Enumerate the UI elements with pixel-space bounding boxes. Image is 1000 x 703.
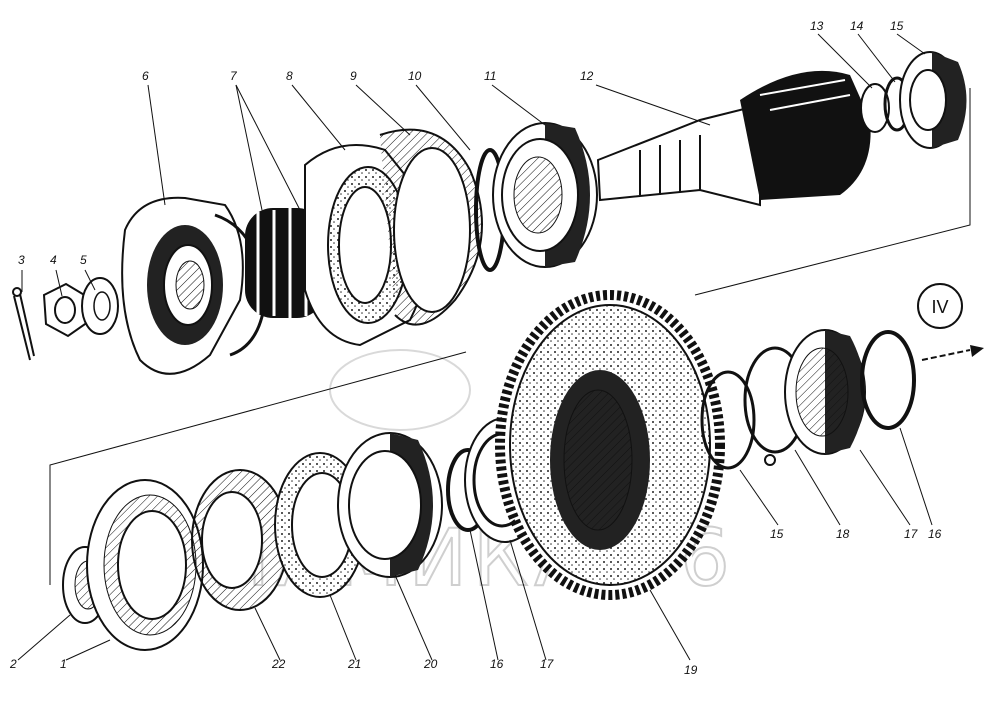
- callout-7: 7: [230, 69, 238, 83]
- callout-5: 5: [80, 253, 87, 267]
- connector-lines: [49, 88, 971, 585]
- upper-assembly: [12, 51, 967, 375]
- arrow-right-icon: [970, 345, 984, 357]
- callout-2: 2: [9, 657, 17, 671]
- gasket: [379, 128, 483, 326]
- washer: [81, 277, 119, 335]
- callout-20: 20: [423, 657, 438, 671]
- callout-labels: 3 4 5 6 7 8 9 10 11 12 13 14 15 2 1 22 2…: [9, 19, 942, 677]
- callout-10: 10: [408, 69, 422, 83]
- callout-17-lower: 17: [540, 657, 555, 671]
- callout-13: 13: [810, 19, 824, 33]
- bearing-race: [899, 51, 967, 149]
- bearing: [337, 432, 443, 578]
- group-label: IV: [931, 297, 948, 317]
- seal-ring: [860, 330, 916, 430]
- snap-ring: [700, 370, 756, 470]
- callout-11: 11: [484, 69, 496, 83]
- callout-19: 19: [684, 663, 698, 677]
- lower-assembly: [62, 290, 916, 651]
- group-circle: [917, 283, 963, 329]
- cotter-pin: [12, 287, 35, 361]
- leader-lines: [17, 33, 933, 661]
- callout-18: 18: [836, 527, 850, 541]
- callout-15-top: 15: [890, 19, 904, 33]
- callout-16-lower: 16: [490, 657, 504, 671]
- callout-22: 22: [271, 657, 286, 671]
- flange: [121, 196, 267, 375]
- group-marker: IV: [917, 283, 984, 361]
- callout-4: 4: [50, 253, 57, 267]
- callout-21: 21: [347, 657, 361, 671]
- callout-12: 12: [580, 69, 594, 83]
- bearing: [784, 329, 866, 455]
- callout-3: 3: [18, 253, 25, 267]
- shaft: [596, 70, 871, 207]
- callout-16-right: 16: [928, 527, 942, 541]
- large-gear: [495, 290, 725, 600]
- callout-9: 9: [350, 69, 357, 83]
- small-gear: [191, 469, 289, 611]
- ring-gear: [86, 479, 204, 651]
- callout-6: 6: [142, 69, 149, 83]
- callout-14: 14: [850, 19, 864, 33]
- callout-8: 8: [286, 69, 293, 83]
- bearing: [492, 122, 598, 268]
- callout-1: 1: [60, 657, 67, 671]
- callout-17-right: 17: [904, 527, 919, 541]
- callout-15-lower: 15: [770, 527, 784, 541]
